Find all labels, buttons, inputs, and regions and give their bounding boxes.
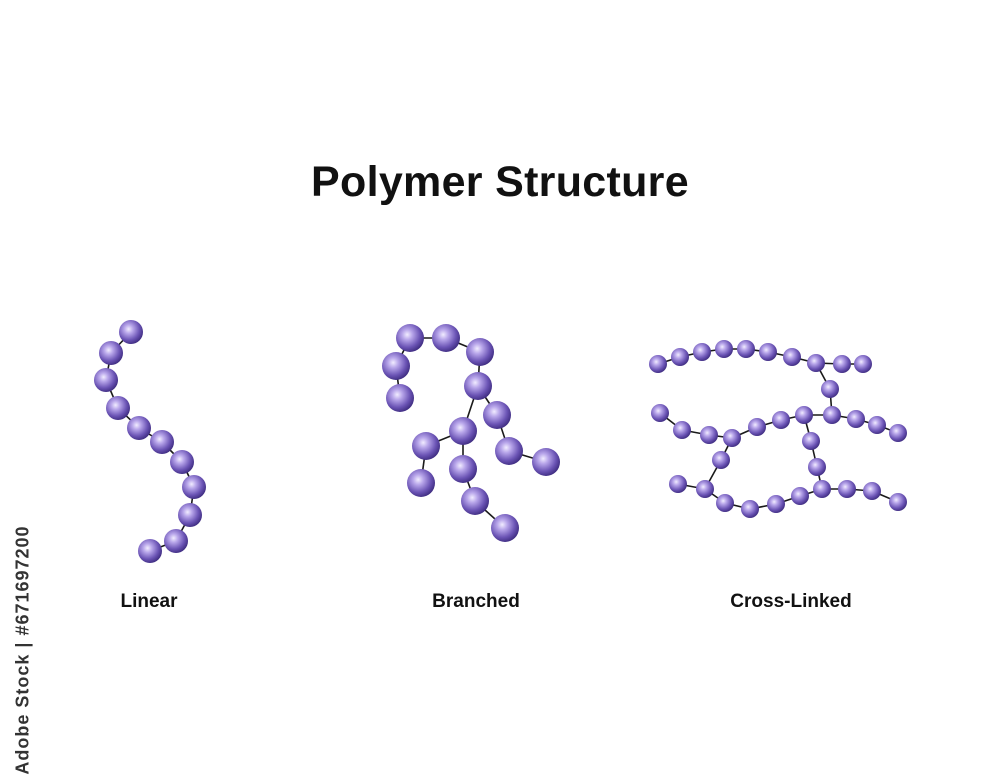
cross-linked-monomer — [772, 411, 790, 429]
branched-monomer — [432, 324, 460, 352]
cross-linked-monomer — [715, 340, 733, 358]
linear-monomer — [150, 430, 174, 454]
linear-label: Linear — [120, 591, 178, 612]
stock-id-text: Adobe Stock | #671697200 — [12, 525, 33, 775]
cross-linked-monomer — [693, 343, 711, 361]
cross-linked-monomer — [669, 475, 687, 493]
stock-id-watermark: Adobe Stock | #671697200 — [8, 525, 38, 774]
branched-monomer — [483, 401, 511, 429]
cross-linked-monomer — [854, 355, 872, 373]
cross-linked-monomer — [696, 480, 714, 498]
page-title: Polymer Structure — [311, 158, 689, 206]
cross-linked-monomer — [700, 426, 718, 444]
branched-monomer — [532, 448, 560, 476]
cross-linked-monomer — [802, 432, 820, 450]
linear-monomer — [182, 475, 206, 499]
linear-monomer — [127, 416, 151, 440]
cross-linked-monomer — [759, 343, 777, 361]
branched-monomer — [407, 469, 435, 497]
branched-monomer — [491, 514, 519, 542]
branched-monomer — [449, 417, 477, 445]
cross-linked-monomer — [823, 406, 841, 424]
cross-linked-monomer — [673, 421, 691, 439]
cross-linked-monomer — [712, 451, 730, 469]
branched-monomer — [466, 338, 494, 366]
cross-linked-monomer — [767, 495, 785, 513]
linear-monomer — [170, 450, 194, 474]
cross-linked-monomer — [716, 494, 734, 512]
linear-monomer — [106, 396, 130, 420]
cross-linked-monomer — [833, 355, 851, 373]
cross-linked-monomer — [821, 380, 839, 398]
branched-monomer — [449, 455, 477, 483]
branched-monomer — [495, 437, 523, 465]
branched-label: Branched — [432, 591, 520, 612]
cross-linked-monomer — [889, 424, 907, 442]
linear-monomer — [138, 539, 162, 563]
cross-linked-monomer — [847, 410, 865, 428]
linear-monomer — [119, 320, 143, 344]
cross-linked-polymer — [649, 340, 907, 518]
branched-monomer — [461, 487, 489, 515]
branched-monomer — [396, 324, 424, 352]
linear-monomer — [178, 503, 202, 527]
cross-linked-monomer — [783, 348, 801, 366]
linear-monomer — [94, 368, 118, 392]
cross-linked-monomer — [808, 458, 826, 476]
cross-linked-monomer — [741, 500, 759, 518]
cross-linked-monomer — [807, 354, 825, 372]
cross-linked-monomer — [737, 340, 755, 358]
branched-polymer — [382, 324, 560, 542]
cross-linked-monomer — [791, 487, 809, 505]
cross-linked-monomer — [651, 404, 669, 422]
cross-linked-monomer — [671, 348, 689, 366]
linear-monomer — [99, 341, 123, 365]
branched-monomer — [412, 432, 440, 460]
cross-linked-monomer — [723, 429, 741, 447]
linear-polymer — [94, 320, 206, 563]
branched-monomer — [464, 372, 492, 400]
cross-linked-label: Cross-Linked — [730, 591, 852, 612]
branched-monomer — [382, 352, 410, 380]
linear-monomer — [164, 529, 188, 553]
cross-linked-monomer — [838, 480, 856, 498]
cross-linked-monomer — [868, 416, 886, 434]
cross-linked-monomer — [863, 482, 881, 500]
branched-monomer — [386, 384, 414, 412]
cross-linked-monomer — [748, 418, 766, 436]
cross-linked-monomer — [795, 406, 813, 424]
cross-linked-monomer — [649, 355, 667, 373]
cross-linked-monomer — [889, 493, 907, 511]
cross-linked-monomer — [813, 480, 831, 498]
